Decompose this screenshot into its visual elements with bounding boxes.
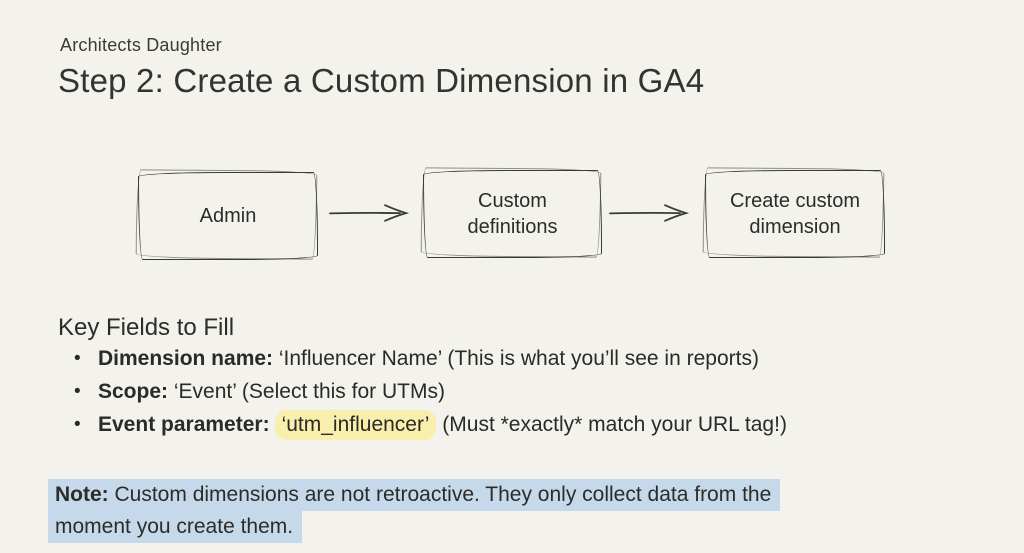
flow-box-custom-definitions: Custom definitions [423, 170, 602, 258]
list-item-dimension-name: Dimension name: ‘Influencer Name’ (This … [58, 346, 787, 371]
note-highlight: Note: Custom dimensions are not retroact… [48, 479, 781, 511]
list-item-event-parameter: Event parameter:‘utm_influencer’ (Must *… [58, 410, 787, 440]
key-fields-list: Dimension name: ‘Influencer Name’ (This … [58, 346, 787, 445]
flow-box-label: Custom definitions [467, 190, 558, 238]
bullet-text: (Must *exactly* match your URL tag!) [436, 413, 787, 436]
bullet-text: ‘Event’ (Select this for UTMs) [168, 380, 445, 403]
flow-box-label: Admin [199, 205, 257, 227]
note-bold-label: Note: [55, 483, 109, 506]
flow-box-create-custom-dimension: Create custom dimension [705, 170, 885, 258]
note-block: Note: Custom dimensions are not retroact… [48, 479, 781, 543]
bullet-text: ‘Influencer Name’ (This is what you’ll s… [273, 347, 759, 370]
flow-box-label: Create custom dimension [729, 190, 861, 238]
list-item-scope: Scope: ‘Event’ (Select this for UTMs) [58, 379, 787, 404]
bullet-bold-label: Dimension name: [98, 347, 274, 370]
bullet-bold-label: Scope: [98, 380, 169, 403]
page-title: Step 2: Create a Custom Dimension in GA4 [58, 62, 705, 99]
flow-arrow-icon [609, 204, 690, 222]
bullet-bold-label: Event parameter: [98, 413, 270, 436]
flow-box-admin: Admin [138, 172, 318, 260]
section-heading: Key Fields to Fill [58, 314, 235, 341]
highlighted-parameter: ‘utm_influencer’ [274, 410, 437, 440]
note-line-2: moment you create them. [48, 511, 780, 543]
flow-arrow-icon [329, 204, 410, 222]
kicker-label: Architects Daughter [60, 35, 222, 55]
note-highlight: moment you create them. [48, 511, 303, 543]
note-line-1: Note: Custom dimensions are not retroact… [48, 479, 781, 511]
note-text: Custom dimensions are not retroactive. T… [108, 483, 772, 506]
